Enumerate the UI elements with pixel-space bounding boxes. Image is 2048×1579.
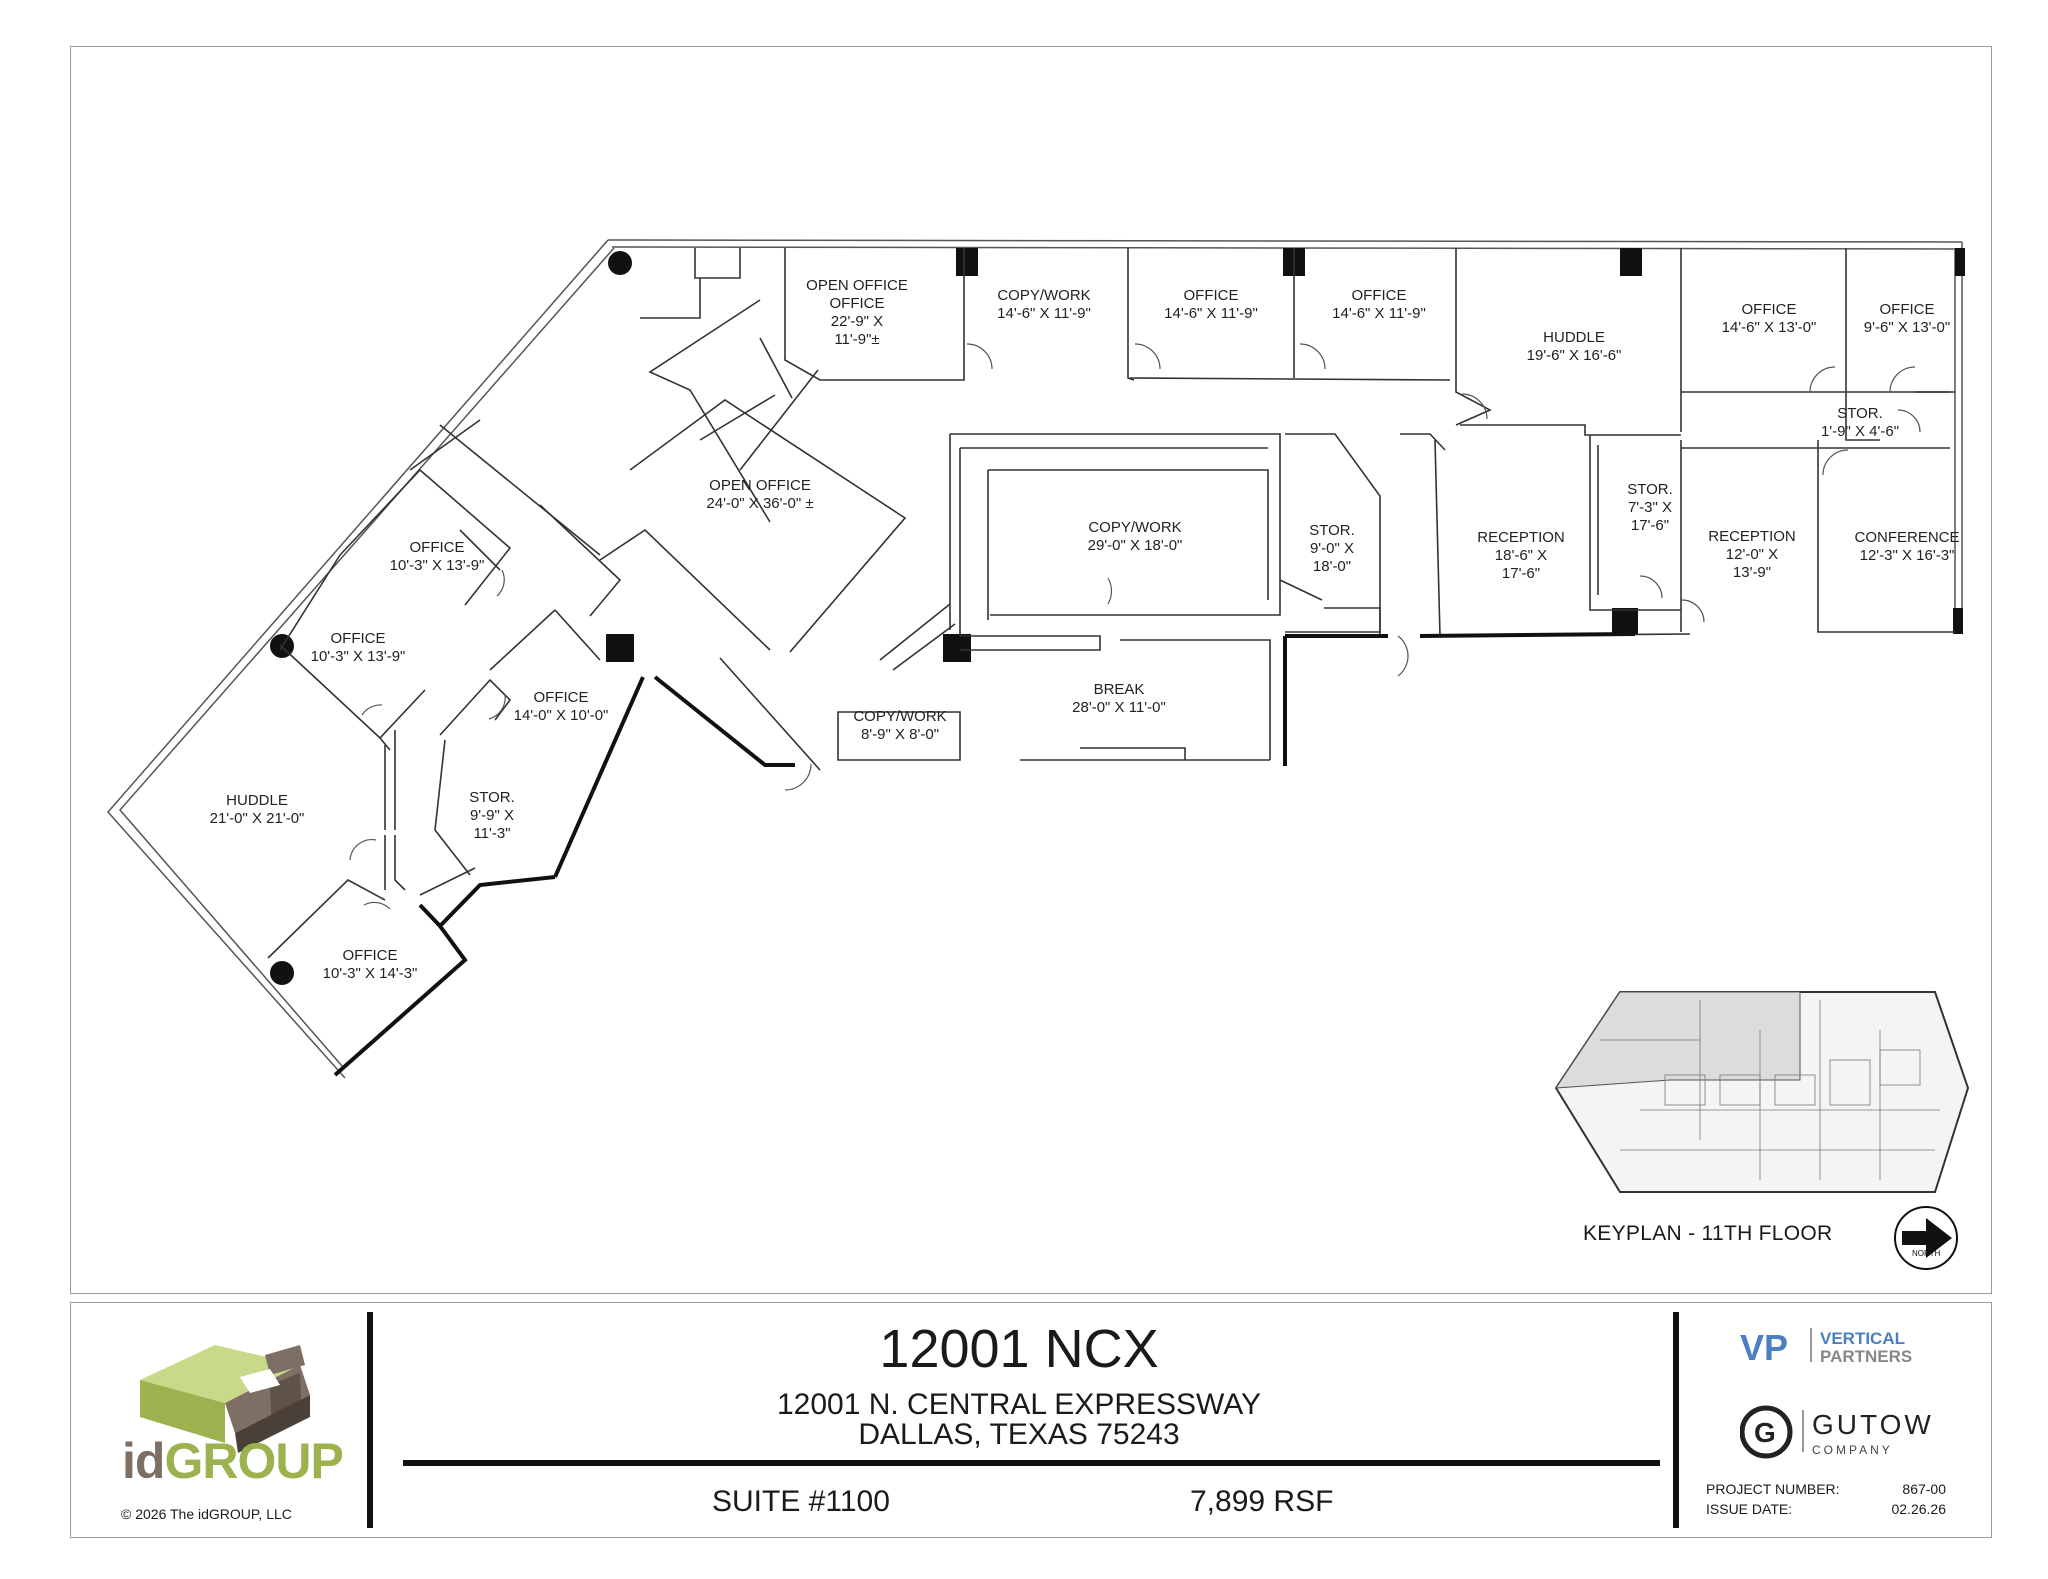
- room-name: RECEPTION: [1708, 528, 1796, 545]
- room-dims: 14'-6" X 13'-0": [1722, 319, 1817, 336]
- keyplan-label: KEYPLAN - 11TH FLOOR: [1583, 1222, 1833, 1245]
- room-name: OFFICE: [534, 689, 589, 706]
- room-name: OFFICE: [1742, 301, 1797, 318]
- address-line-2: DALLAS, TEXAS 75243: [858, 1418, 1180, 1451]
- column: [956, 248, 978, 276]
- building-title: 12001 NCX: [879, 1319, 1159, 1379]
- room-dims: 9'-6" X 13'-0": [1864, 319, 1950, 336]
- room-name: OPEN OFFICE: [709, 477, 811, 494]
- project-number-label: PROJECT NUMBER:: [1706, 1481, 1840, 1497]
- column: [270, 961, 294, 985]
- room-name: OFFICE: [830, 295, 885, 312]
- column: [1953, 608, 1963, 634]
- room-name: HUDDLE: [1543, 329, 1605, 346]
- room-dims: 14'-6" X 11'-9": [1164, 305, 1258, 322]
- room-dims: 14'-0" X 10'-0": [514, 707, 609, 724]
- room-name: STOR.: [1627, 481, 1673, 498]
- svg-text:G: G: [1754, 1417, 1776, 1448]
- gutow-company-logo: G GUTOW COMPANY: [1740, 1405, 1934, 1459]
- room-dims: 24'-0" X 36'-0" ±: [706, 495, 813, 512]
- room-name: CONFERENCE: [1854, 529, 1959, 546]
- room-dims: 10'-3" X 13'-9": [390, 557, 485, 574]
- room-dims: 11'-3": [473, 825, 510, 842]
- rentable-square-feet: 7,899 RSF: [1190, 1485, 1334, 1518]
- idgroup-logo-icon: [140, 1345, 310, 1453]
- room-name: COPY/WORK: [853, 708, 946, 725]
- svg-text:VERTICAL: VERTICAL: [1820, 1329, 1905, 1348]
- address-line-1: 12001 N. CENTRAL EXPRESSWAY: [776, 1388, 1262, 1421]
- column: [1620, 248, 1642, 276]
- column: [606, 634, 634, 662]
- column: [943, 634, 971, 662]
- room-dims: 12'-0" X: [1726, 546, 1778, 563]
- room-dims: 10'-3" X 13'-9": [311, 648, 406, 665]
- room-dims: 14'-6" X 11'-9": [997, 305, 1091, 322]
- svg-text:NORTH: NORTH: [1912, 1249, 1941, 1258]
- room-dims: 19'-6" X 16'-6": [1527, 347, 1622, 364]
- room-name: OFFICE: [331, 630, 386, 647]
- svg-text:GUTOW: GUTOW: [1812, 1409, 1934, 1440]
- room-dims: 1'-9" X 4'-6": [1821, 423, 1899, 440]
- room-dims: 8'-9" X 8'-0": [861, 726, 939, 743]
- room-dims: 11'-9"±: [834, 331, 879, 348]
- room-name: HUDDLE: [226, 792, 288, 809]
- svg-text:PARTNERS: PARTNERS: [1820, 1347, 1912, 1366]
- svg-text:VP: VP: [1740, 1327, 1788, 1368]
- issue-date: 02.26.26: [1891, 1501, 1947, 1517]
- room-name: OFFICE: [1184, 287, 1239, 304]
- room-dims: 14'-6" X 11'-9": [1332, 305, 1426, 322]
- room-name: OFFICE: [1880, 301, 1935, 318]
- room-dims: 13'-9": [1733, 564, 1771, 581]
- room-dims: 29'-0" X 18'-0": [1088, 537, 1183, 554]
- issue-date-label: ISSUE DATE:: [1706, 1501, 1793, 1517]
- keyplan: [1554, 991, 1970, 1193]
- room-name: STOR.: [1837, 405, 1883, 422]
- room-name: STOR.: [1309, 522, 1355, 539]
- divider: [1673, 1312, 1679, 1528]
- idgroup-wordmark: idGROUP: [122, 1433, 344, 1489]
- room-dims: 9'-0" X: [1310, 540, 1354, 557]
- room-name: OFFICE: [343, 947, 398, 964]
- divider: [367, 1312, 373, 1528]
- room-dims: 17'-6": [1631, 517, 1669, 534]
- room-dims: 18'-6" X: [1495, 547, 1547, 564]
- column: [608, 251, 632, 275]
- floor-plan: OPEN OFFICE OFFICE 22'-9" X 11'-9"± COPY…: [106, 239, 1970, 1270]
- title-block-frame: [70, 1302, 1992, 1538]
- room-dims: 9'-9" X: [470, 807, 514, 824]
- project-number: 867-00: [1902, 1481, 1946, 1497]
- room-dims: 28'-0" X 11'-0": [1072, 699, 1166, 716]
- room-name: OPEN OFFICE: [806, 277, 908, 294]
- room-name: STOR.: [469, 789, 515, 806]
- room-dims: 22'-9" X: [831, 313, 883, 330]
- room-dims: 10'-3" X 14'-3": [323, 965, 418, 982]
- room-name: COPY/WORK: [1088, 519, 1181, 536]
- room-dims: 21'-0" X 21'-0": [210, 810, 305, 827]
- room-labels: OPEN OFFICE OFFICE 22'-9" X 11'-9"± COPY…: [210, 277, 1960, 982]
- room-name: OFFICE: [410, 539, 465, 556]
- room-name: COPY/WORK: [997, 287, 1090, 304]
- room-name: BREAK: [1094, 681, 1145, 698]
- svg-text:COMPANY: COMPANY: [1812, 1443, 1893, 1457]
- copyright: © 2026 The idGROUP, LLC: [121, 1506, 292, 1522]
- room-dims: 7'-3" X: [1628, 499, 1672, 516]
- room-name: RECEPTION: [1477, 529, 1565, 546]
- room-dims: 18'-0": [1313, 558, 1351, 575]
- column: [1612, 608, 1638, 634]
- vertical-partners-logo: VP VERTICAL PARTNERS: [1740, 1327, 1912, 1368]
- drawing-frame: [70, 46, 1992, 1294]
- title-rule: [403, 1460, 1660, 1466]
- north-arrow-icon: NORTH: [1894, 1206, 1958, 1270]
- room-name: OFFICE: [1352, 287, 1407, 304]
- room-dims: 17'-6": [1502, 565, 1540, 582]
- suite-number: SUITE #1100: [712, 1485, 890, 1518]
- room-dims: 12'-3" X 16'-3": [1860, 547, 1955, 564]
- column: [1955, 248, 1965, 276]
